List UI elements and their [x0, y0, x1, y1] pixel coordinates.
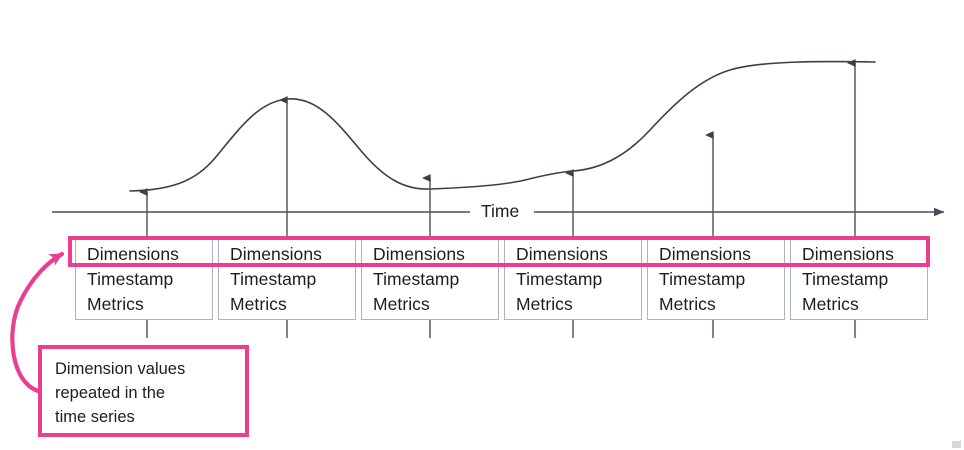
- record-box[interactable]: Dimensions Timestamp Metrics: [790, 236, 928, 320]
- record-field-dimensions: Dimensions: [802, 244, 894, 264]
- record-field-metrics: Metrics: [516, 294, 573, 314]
- record-box[interactable]: Dimensions Timestamp Metrics: [504, 236, 642, 320]
- record-field-timestamp: Timestamp: [516, 269, 603, 289]
- callout-line: Dimension values: [55, 360, 186, 378]
- record-field-dimensions: Dimensions: [659, 244, 751, 264]
- callout-line: time series: [55, 408, 135, 426]
- dimension-values-callout: Dimension values repeated in the time se…: [38, 345, 249, 437]
- record-field-timestamp: Timestamp: [230, 269, 317, 289]
- record-field-metrics: Metrics: [230, 294, 287, 314]
- corner-artifact: [952, 441, 961, 448]
- record-field-metrics: Metrics: [373, 294, 430, 314]
- record-field-dimensions: Dimensions: [230, 244, 322, 264]
- metric-curve: [129, 60, 876, 192]
- axis-label-time: Time: [474, 200, 527, 222]
- record-field-dimensions: Dimensions: [516, 244, 608, 264]
- record-field-timestamp: Timestamp: [373, 269, 460, 289]
- callout-line: repeated in the: [55, 384, 166, 402]
- callout-connector-arrow: [10, 251, 65, 395]
- record-field-timestamp: Timestamp: [802, 269, 889, 289]
- record-field-metrics: Metrics: [87, 294, 144, 314]
- record-field-timestamp: Timestamp: [87, 269, 174, 289]
- record-field-metrics: Metrics: [802, 294, 859, 314]
- record-field-dimensions: Dimensions: [87, 244, 179, 264]
- record-field-dimensions: Dimensions: [373, 244, 465, 264]
- record-field-timestamp: Timestamp: [659, 269, 746, 289]
- dimensions-row-highlight: [68, 236, 930, 267]
- record-box[interactable]: Dimensions Timestamp Metrics: [361, 236, 499, 320]
- record-box[interactable]: Dimensions Timestamp Metrics: [218, 236, 356, 320]
- record-box[interactable]: Dimensions Timestamp Metrics: [75, 236, 213, 320]
- record-field-metrics: Metrics: [659, 294, 716, 314]
